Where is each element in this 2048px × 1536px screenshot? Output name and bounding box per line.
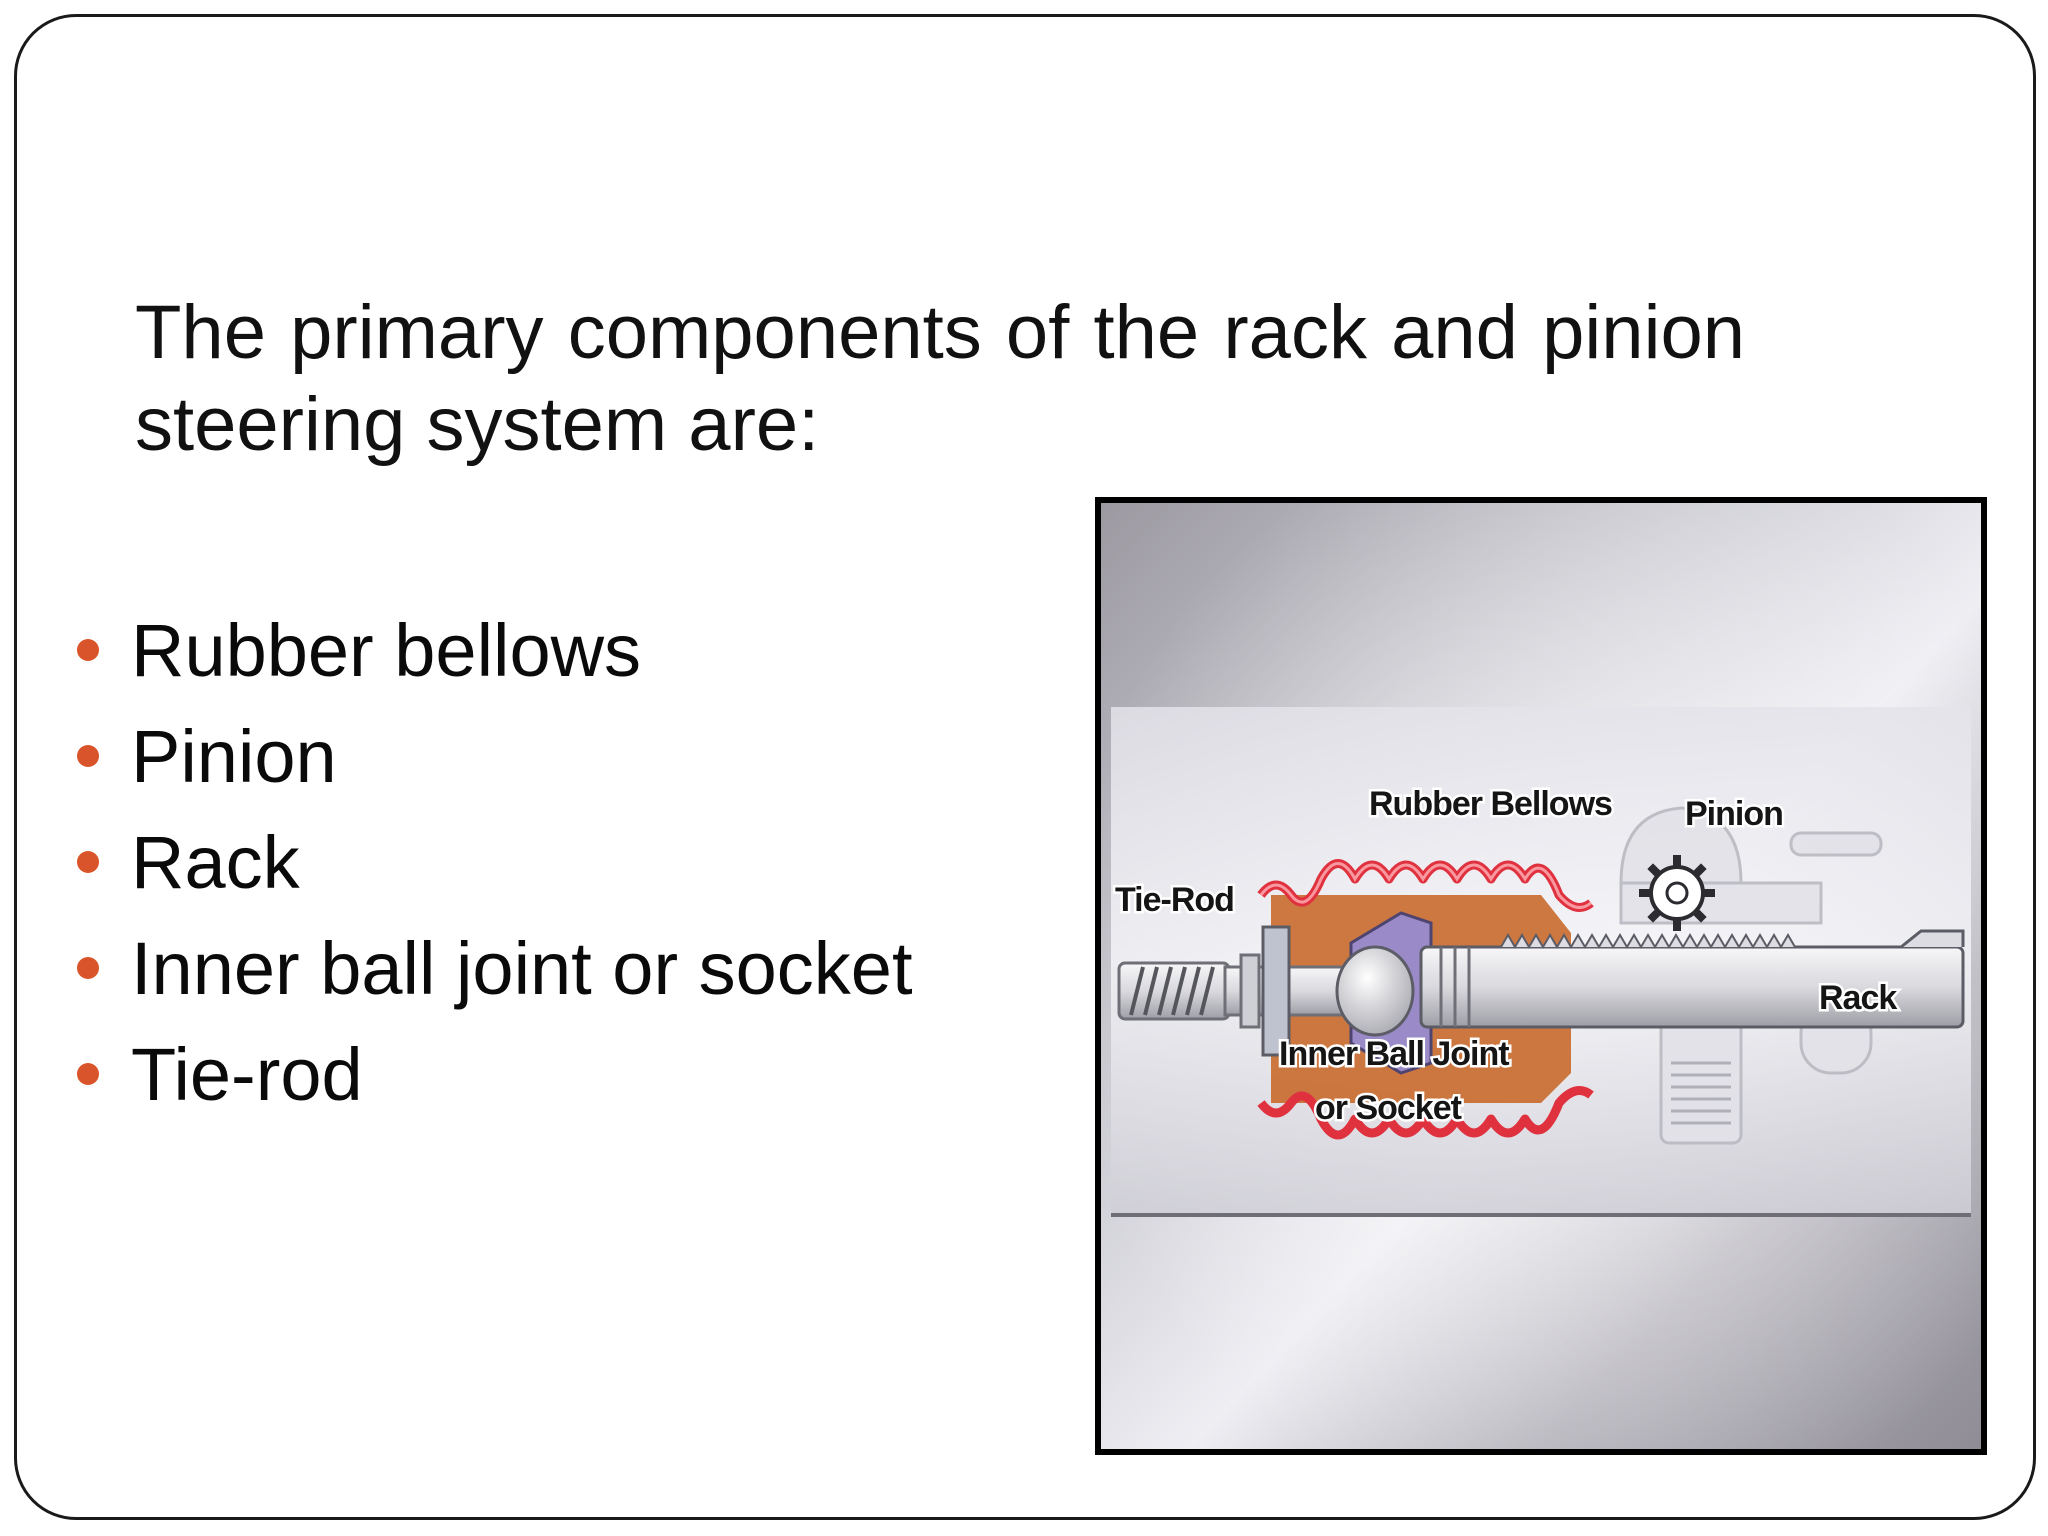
component-list: Rubber bellows Pinion Rack Inner ball jo… xyxy=(77,597,913,1127)
bullet-text: Rack xyxy=(131,820,300,904)
bullet-dot-icon xyxy=(77,745,99,767)
rubber-bellows-bottom xyxy=(1257,1086,1594,1140)
slide: The primary components of the rack and p… xyxy=(14,14,2036,1520)
label-inner-ball-joint-line2: or Socket xyxy=(1315,1089,1462,1127)
bullet-dot-icon xyxy=(77,851,99,873)
list-item: Inner ball joint or socket xyxy=(77,915,913,1021)
label-rubber-bellows: Rubber Bellows xyxy=(1369,785,1612,823)
lock-nut xyxy=(1261,925,1291,1057)
intro-text: The primary components of the rack and p… xyxy=(135,290,1745,467)
rack-end-step xyxy=(1900,929,1965,949)
rack-pinion-diagram: Rubber Bellows Pinion Tie-Rod Rack Inner… xyxy=(1095,497,1987,1455)
label-pinion: Pinion xyxy=(1685,795,1783,833)
bullet-dot-icon xyxy=(77,957,99,979)
bellows-highlight xyxy=(1259,862,1592,909)
label-rack: Rack xyxy=(1819,979,1897,1017)
inner-ball-joint xyxy=(1335,945,1415,1037)
bullet-text: Rubber bellows xyxy=(131,608,642,692)
bullet-dot-icon xyxy=(77,639,99,661)
label-inner-ball-joint-line1: Inner Ball Joint xyxy=(1279,1035,1509,1073)
label-tie-rod: Tie-Rod xyxy=(1115,881,1234,919)
bullet-text: Inner ball joint or socket xyxy=(131,926,913,1010)
bullet-text: Tie-rod xyxy=(131,1032,363,1116)
rack-collar-lines xyxy=(1439,947,1471,1027)
pinion-gear-icon xyxy=(1639,855,1715,931)
rack-teeth xyxy=(1500,933,1796,949)
tie-rod-collar xyxy=(1239,953,1261,1029)
pinion-thread xyxy=(1671,1061,1731,1125)
bullet-text: Pinion xyxy=(131,714,337,798)
tie-rod-threads xyxy=(1129,966,1215,1016)
list-item: Rubber bellows xyxy=(77,597,913,703)
list-item: Pinion xyxy=(77,703,913,809)
diagram-svg: Rubber Bellows Pinion Tie-Rod Rack Inner… xyxy=(1101,503,1981,1449)
list-item: Rack xyxy=(77,809,913,915)
list-item: Tie-rod xyxy=(77,1021,913,1127)
bullet-dot-icon xyxy=(77,1063,99,1085)
